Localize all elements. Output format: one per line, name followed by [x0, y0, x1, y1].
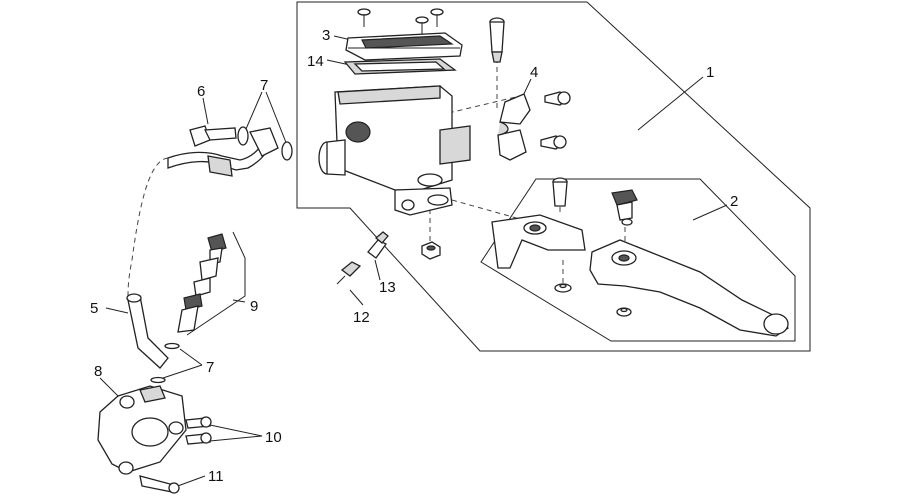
assembly-2-boundary: [480, 178, 796, 342]
lever-pin: [552, 177, 568, 207]
callout-14: 14: [307, 53, 324, 70]
leader-lines: [99, 35, 728, 488]
callout-1: 1: [706, 64, 714, 81]
cap-screw: [357, 8, 444, 34]
callout-labels: 1 2 3 4 5 6 7 7 8 9 10 11 12 13 14: [90, 27, 738, 485]
switch-part-12: [336, 261, 362, 285]
callout-10: 10: [265, 429, 282, 446]
callout-12: 12: [353, 309, 370, 326]
assembly-1-boundary: [296, 1, 811, 352]
callout-11: 11: [208, 468, 224, 485]
handlebar-clamp: [497, 93, 531, 161]
clutch-hose: [167, 127, 279, 177]
clutch-lever: [589, 239, 790, 337]
assembly-9-bracket: [186, 231, 246, 336]
switch-part-13: [367, 231, 389, 259]
callout-7-lower: 7: [206, 359, 214, 376]
callout-6: 6: [197, 83, 205, 100]
slave-cylinder-bolt-11: [139, 475, 180, 494]
hose-fitting: [177, 233, 227, 333]
lever-nut: [554, 283, 632, 317]
clamp-bolt: [540, 91, 571, 150]
reservoir-gasket: [343, 58, 457, 75]
callout-9: 9: [250, 298, 258, 315]
callout-2: 2: [730, 193, 738, 210]
washer-7-lower: [150, 342, 180, 384]
banjo-bolt: [189, 125, 237, 147]
master-cylinder-body: [318, 85, 471, 216]
bracket-nut: [421, 241, 441, 260]
callout-7-upper: 7: [260, 77, 268, 94]
callout-4: 4: [530, 64, 538, 81]
callout-5: 5: [90, 300, 98, 317]
callout-3: 3: [322, 27, 330, 44]
callout-8: 8: [94, 363, 102, 380]
lever-adjuster: [611, 189, 638, 226]
lower-hose: [126, 293, 169, 369]
callout-13: 13: [379, 279, 396, 296]
slave-cylinder-bolt-10: [185, 416, 212, 445]
washer-7-upper: [237, 126, 293, 161]
slave-cylinder: [97, 385, 187, 475]
pivot-bolt: [489, 17, 505, 63]
reservoir-cap: [345, 32, 463, 61]
lever-bracket: [491, 214, 586, 269]
